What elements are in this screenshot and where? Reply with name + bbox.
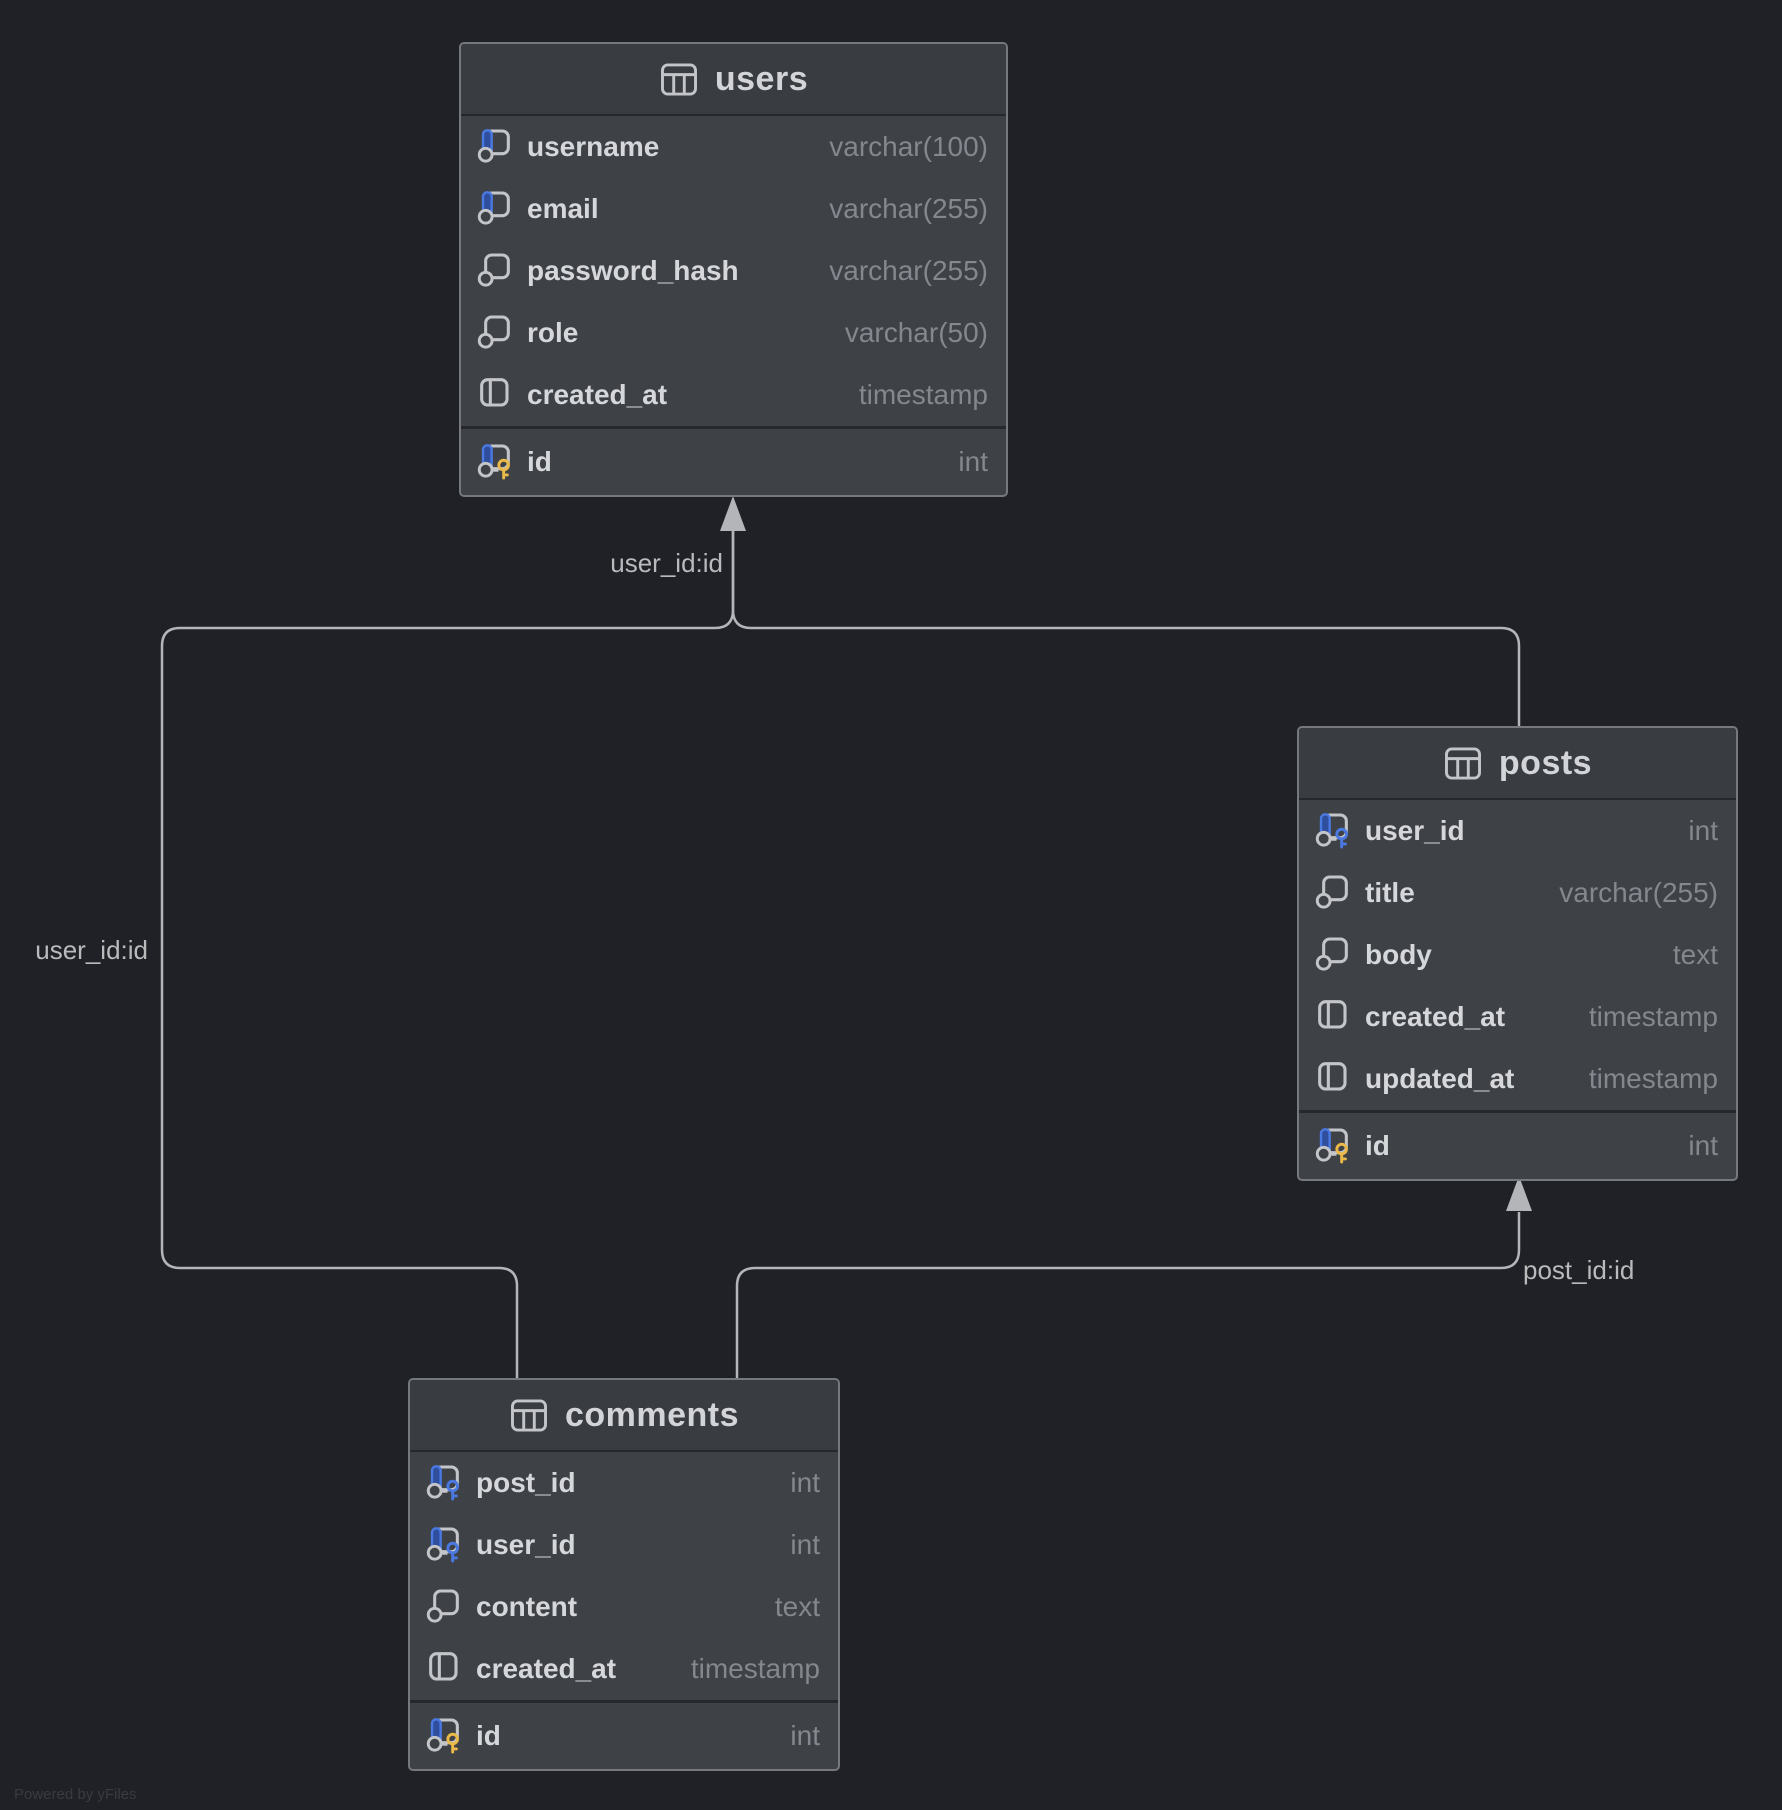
field-type: varchar(255)	[829, 255, 988, 286]
field-name: password_hash	[527, 255, 739, 286]
column-field-icon	[1318, 1062, 1347, 1091]
field-icon	[1315, 937, 1348, 971]
foreign-key-icon	[426, 1465, 459, 1501]
field-row-posts-updated_at[interactable]: updated_at timestamp	[1299, 1048, 1736, 1110]
edge-label-comments-users: user_id:id	[35, 935, 148, 965]
primary-key-icon	[477, 444, 510, 480]
field-row-users-username[interactable]: username varchar(100)	[461, 116, 1006, 178]
field-name: created_at	[476, 1653, 617, 1684]
primary-key-icon	[426, 1718, 459, 1754]
edge-label-posts-users: user_id:id	[610, 548, 723, 578]
indexed-field-icon	[477, 191, 510, 225]
field-name: title	[1365, 877, 1415, 908]
field-name: id	[1365, 1130, 1390, 1161]
field-icon	[426, 1589, 459, 1623]
table-icon	[1444, 747, 1481, 779]
table-users[interactable]: users username varchar(100) email varcha…	[459, 42, 1008, 497]
field-type: int	[1688, 1130, 1718, 1161]
field-name: created_at	[1365, 1001, 1506, 1032]
table-header[interactable]: posts	[1299, 728, 1736, 800]
arrowhead-into-posts	[1506, 1176, 1532, 1211]
field-row-users-email[interactable]: email varchar(255)	[461, 178, 1006, 240]
field-type: varchar(50)	[844, 317, 988, 348]
foreign-key-icon	[426, 1527, 459, 1563]
field-name: created_at	[527, 379, 668, 410]
field-type: int	[790, 1529, 820, 1560]
field-name: post_id	[476, 1467, 576, 1498]
table-posts[interactable]: posts user_id int title varchar(255) bod…	[1297, 726, 1738, 1181]
arrowhead-into-users	[720, 496, 746, 531]
field-name: body	[1365, 939, 1432, 970]
field-row-posts-title[interactable]: title varchar(255)	[1299, 862, 1736, 924]
field-row-comments-created_at[interactable]: created_at timestamp	[410, 1638, 838, 1700]
watermark: Powered by yFiles	[14, 1786, 137, 1803]
edge-label-comments-posts: post_id:id	[1523, 1255, 1635, 1285]
table-header[interactable]: comments	[410, 1380, 838, 1452]
field-type: varchar(100)	[829, 131, 988, 162]
edge-comments-posts[interactable]	[735, 1212, 1521, 1378]
field-row-users-id[interactable]: id int	[461, 429, 1006, 495]
field-type: text	[1672, 939, 1718, 970]
field-name: id	[527, 446, 552, 477]
table-comments[interactable]: comments post_id int user_id int content…	[408, 1378, 840, 1771]
field-row-comments-user_id[interactable]: user_id int	[410, 1514, 838, 1576]
field-type: int	[790, 1720, 820, 1751]
table-icon	[659, 59, 699, 99]
field-row-posts-id[interactable]: id int	[1299, 1113, 1736, 1179]
field-type: timestamp	[1588, 1063, 1718, 1094]
edge-posts-users[interactable]	[731, 528, 1521, 726]
field-row-users-role[interactable]: role varchar(50)	[461, 302, 1006, 364]
field-icon	[477, 253, 510, 287]
field-row-comments-post_id[interactable]: post_id int	[410, 1452, 838, 1514]
field-type: int	[958, 446, 988, 477]
field-type: timestamp	[690, 1653, 820, 1684]
table-icon	[1443, 743, 1483, 783]
field-row-users-password_hash[interactable]: password_hash varchar(255)	[461, 240, 1006, 302]
table-title: comments	[564, 1395, 740, 1434]
field-type: int	[790, 1467, 820, 1498]
table-title: users	[714, 59, 809, 98]
field-type: int	[1688, 815, 1718, 846]
field-icon	[477, 315, 510, 349]
field-name: email	[527, 193, 599, 224]
table-icon	[510, 1399, 547, 1431]
field-name: updated_at	[1365, 1063, 1515, 1094]
foreign-key-icon	[1315, 813, 1348, 849]
edge-comments-users[interactable]	[160, 528, 735, 1378]
field-name: username	[527, 131, 660, 162]
field-row-comments-id[interactable]: id int	[410, 1703, 838, 1769]
column-field-icon	[480, 378, 509, 407]
field-name: id	[476, 1720, 501, 1751]
field-type: varchar(255)	[829, 193, 988, 224]
field-type: timestamp	[858, 379, 988, 410]
field-row-posts-body[interactable]: body text	[1299, 924, 1736, 986]
table-icon	[509, 1395, 549, 1435]
table-header[interactable]: users	[461, 44, 1006, 116]
field-row-comments-content[interactable]: content text	[410, 1576, 838, 1638]
field-icon	[1315, 875, 1348, 909]
field-row-posts-created_at[interactable]: created_at timestamp	[1299, 986, 1736, 1048]
field-type: text	[774, 1591, 820, 1622]
primary-key-icon	[1315, 1128, 1348, 1164]
column-field-icon	[1318, 1000, 1347, 1029]
table-icon	[660, 63, 697, 95]
column-field-icon	[429, 1652, 458, 1681]
field-name: content	[476, 1591, 578, 1622]
table-title: posts	[1498, 743, 1593, 782]
field-row-users-created_at[interactable]: created_at timestamp	[461, 364, 1006, 426]
field-name: user_id	[1365, 815, 1465, 846]
field-row-posts-user_id[interactable]: user_id int	[1299, 800, 1736, 862]
field-name: role	[527, 317, 579, 348]
indexed-field-icon	[477, 129, 510, 163]
field-type: timestamp	[1588, 1001, 1718, 1032]
field-type: varchar(255)	[1559, 877, 1718, 908]
field-name: user_id	[476, 1529, 576, 1560]
